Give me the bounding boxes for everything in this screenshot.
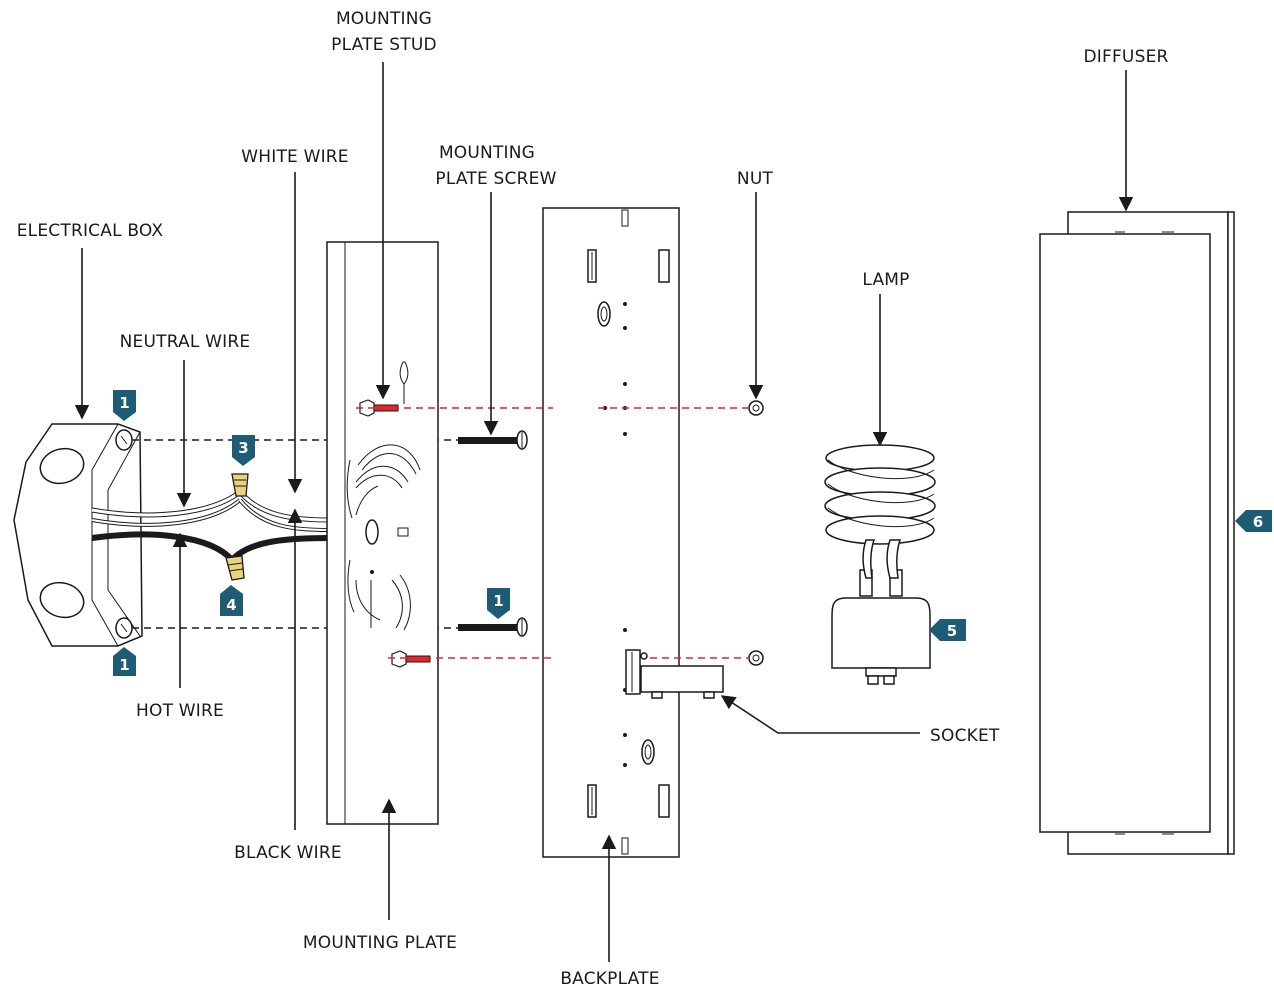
label-nut: NUT xyxy=(737,169,774,189)
backplate xyxy=(542,207,680,858)
mounting-plate-screw-bottom xyxy=(458,617,528,637)
label-hot-wire: HOT WIRE xyxy=(136,701,224,721)
electrical-box xyxy=(13,423,143,647)
label-mounting-plate: MOUNTING PLATE xyxy=(303,933,457,953)
label-electrical-box: ELECTRICAL BOX xyxy=(17,221,164,241)
step-badge-4: 4 xyxy=(220,585,243,616)
label-neutral-wire: NEUTRAL WIRE xyxy=(120,332,251,352)
socket xyxy=(625,649,724,699)
wire-nut-neutral xyxy=(231,473,249,497)
label-mounting-plate-screw-1: MOUNTING xyxy=(439,143,535,163)
svg-text:5: 5 xyxy=(947,622,957,640)
mounting-plate-screw-top xyxy=(458,430,528,450)
step-badge-6: 6 xyxy=(1235,510,1272,532)
nut-top xyxy=(748,400,764,416)
svg-text:4: 4 xyxy=(226,596,236,614)
svg-text:1: 1 xyxy=(119,656,129,674)
label-diffuser: DIFFUSER xyxy=(1083,47,1168,67)
step-badge-1-screw: 1 xyxy=(487,588,510,619)
leader-socket xyxy=(720,695,920,734)
diffuser xyxy=(1039,211,1235,855)
mounting-plate-stud-bottom xyxy=(391,650,431,668)
label-mounting-plate-stud-1: MOUNTING xyxy=(336,9,432,29)
label-white-wire: WHITE WIRE xyxy=(241,147,349,167)
label-mounting-plate-screw-2: PLATE SCREW xyxy=(435,169,556,189)
nut-bottom xyxy=(748,650,764,666)
svg-text:3: 3 xyxy=(238,439,248,457)
label-socket: SOCKET xyxy=(930,726,1000,746)
wire-nut-hot xyxy=(225,555,245,581)
svg-text:1: 1 xyxy=(493,592,503,610)
step-badge-1-top: 1 xyxy=(113,390,136,421)
label-lamp: LAMP xyxy=(862,270,909,290)
svg-text:1: 1 xyxy=(119,394,129,412)
step-badge-3: 3 xyxy=(232,435,255,466)
label-backplate: BACKPLATE xyxy=(560,969,659,989)
lamp xyxy=(824,444,936,685)
label-mounting-plate-stud-2: PLATE STUD xyxy=(331,35,437,55)
step-badge-1-bottom: 1 xyxy=(113,647,136,676)
label-black-wire: BLACK WIRE xyxy=(234,843,342,863)
step-badge-5: 5 xyxy=(929,619,966,641)
svg-text:6: 6 xyxy=(1253,513,1263,531)
